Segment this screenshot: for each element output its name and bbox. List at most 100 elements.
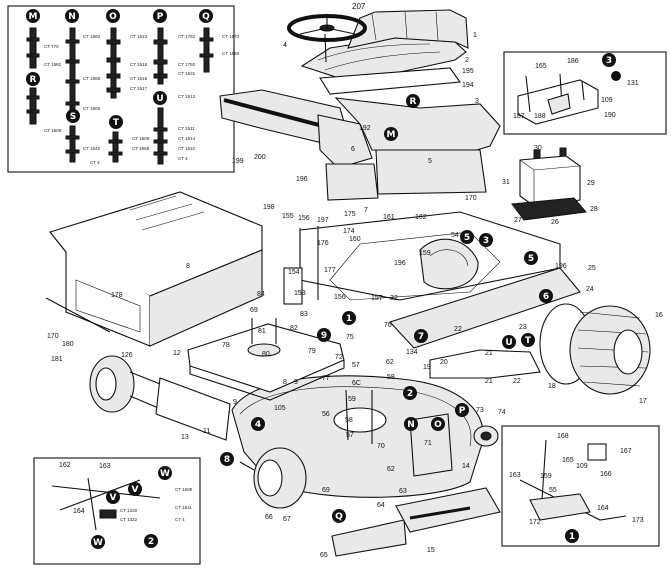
part-code: CT 1668 — [132, 146, 150, 151]
lift-lever-assembly — [519, 439, 627, 521]
blade-plates — [331, 487, 501, 557]
callout-marker: T — [521, 333, 535, 347]
part-number: 13 — [181, 434, 189, 441]
part-number: 192 — [359, 125, 371, 132]
part-code: CT 1582 — [44, 62, 62, 67]
part-number: 162 — [59, 462, 71, 469]
part-number: 7 — [364, 207, 368, 214]
part-number: 9 — [294, 379, 298, 386]
part-number: 161 — [383, 214, 395, 221]
part-number: 126 — [121, 352, 133, 359]
linkage-rods — [51, 477, 161, 531]
part-number: 8 — [186, 263, 190, 270]
part-number: 156 — [334, 294, 346, 301]
part-number: 164 — [73, 508, 85, 515]
callout-marker-label: 5 — [528, 254, 534, 264]
callout-marker-label: 7 — [418, 332, 424, 342]
part-number: 22 — [454, 326, 462, 333]
part-code: CT 4 — [178, 156, 188, 161]
part-number: 156 — [298, 215, 310, 222]
part-number: 165 — [562, 457, 574, 464]
part-number: 62 — [386, 359, 394, 366]
callout-marker: V — [128, 482, 142, 496]
part-number: 55 — [549, 487, 557, 494]
callout-marker: R — [26, 72, 40, 86]
part-number: 20 — [440, 359, 448, 366]
linkage-inset-bottom-left — [33, 457, 201, 565]
steering-wheel — [287, 14, 367, 63]
part-number: 12 — [173, 350, 181, 357]
part-number: 16 — [655, 312, 663, 319]
part-number: 8 — [283, 379, 287, 386]
part-number: 69 — [322, 487, 330, 494]
callout-marker: N — [404, 417, 418, 431]
callout-marker-label: 4 — [255, 420, 261, 430]
callout-marker-label: 6 — [543, 292, 549, 302]
part-number: 21 — [485, 350, 493, 357]
part-number: 196 — [555, 263, 567, 270]
part-code: CT 1617 — [130, 86, 148, 91]
part-code: CT 1609 — [132, 136, 150, 141]
part-number: 154 — [288, 269, 300, 276]
part-number: 157 — [371, 295, 383, 302]
callout-marker: P — [153, 9, 167, 23]
callout-marker: W — [91, 535, 105, 549]
part-number: 187 — [513, 113, 525, 120]
part-code: CT 1531 — [178, 71, 196, 76]
part-number: 109 — [601, 97, 613, 104]
hardware-fastener-columns — [26, 27, 214, 165]
front-wheel-left — [89, 355, 231, 441]
callout-marker-label: 2 — [148, 537, 154, 547]
callout-marker: 6 — [539, 289, 553, 303]
callout-marker: 2 — [403, 386, 417, 400]
part-number: 69 — [250, 307, 258, 314]
callout-marker-label: O — [434, 420, 442, 430]
part-code: CT 4 — [175, 517, 185, 522]
part-number: 186 — [567, 58, 579, 65]
callout-marker: 1 — [565, 529, 579, 543]
part-number: 27 — [514, 217, 522, 224]
part-number: 84 — [257, 291, 265, 298]
part-number: 197 — [317, 217, 329, 224]
callout-marker: M — [26, 9, 40, 23]
part-code: CT 1573 — [222, 34, 240, 39]
callout-marker-label: 5 — [464, 233, 470, 243]
callout-marker-label: T — [525, 336, 532, 346]
part-number: 56 — [322, 411, 330, 418]
callout-marker: 8 — [220, 452, 234, 466]
part-number: 177 — [324, 267, 336, 274]
callout-marker-label: 8 — [224, 455, 230, 465]
part-number: 76 — [384, 322, 392, 329]
callout-marker: P — [455, 403, 469, 417]
part-number: 17 — [639, 398, 647, 405]
callout-marker-label: P — [157, 12, 164, 22]
callout-marker: U — [153, 91, 167, 105]
part-number: 160 — [349, 236, 361, 243]
part-number: 170 — [47, 333, 59, 340]
callout-marker-label: V — [110, 493, 117, 503]
hardware-inset-top-left — [7, 5, 235, 173]
part-number: 21 — [485, 378, 493, 385]
part-number: 163 — [99, 463, 111, 470]
part-number: 173 — [632, 517, 644, 524]
callout-marker-label: 1 — [346, 314, 352, 324]
callout-marker-label: S — [70, 112, 76, 122]
part-number: 198 — [263, 204, 275, 211]
part-code: CT 1605 — [83, 106, 101, 111]
part-number: 57 — [352, 362, 360, 369]
callout-marker: 2 — [144, 534, 158, 548]
callout-marker: O — [106, 9, 120, 23]
rear-wheel — [539, 303, 651, 395]
callout-marker: 5 — [524, 251, 538, 265]
part-number: 194 — [462, 82, 474, 89]
callout-marker: R — [406, 94, 420, 108]
part-number: 22 — [513, 378, 521, 385]
part-code: CT 1563 — [83, 34, 101, 39]
part-number: 176 — [317, 240, 329, 247]
callout-marker: W — [158, 466, 172, 480]
callout-marker-label: Q — [202, 12, 210, 22]
part-number: 131 — [627, 80, 639, 87]
callout-marker-label: U — [505, 338, 512, 348]
part-number: 180 — [62, 341, 74, 348]
